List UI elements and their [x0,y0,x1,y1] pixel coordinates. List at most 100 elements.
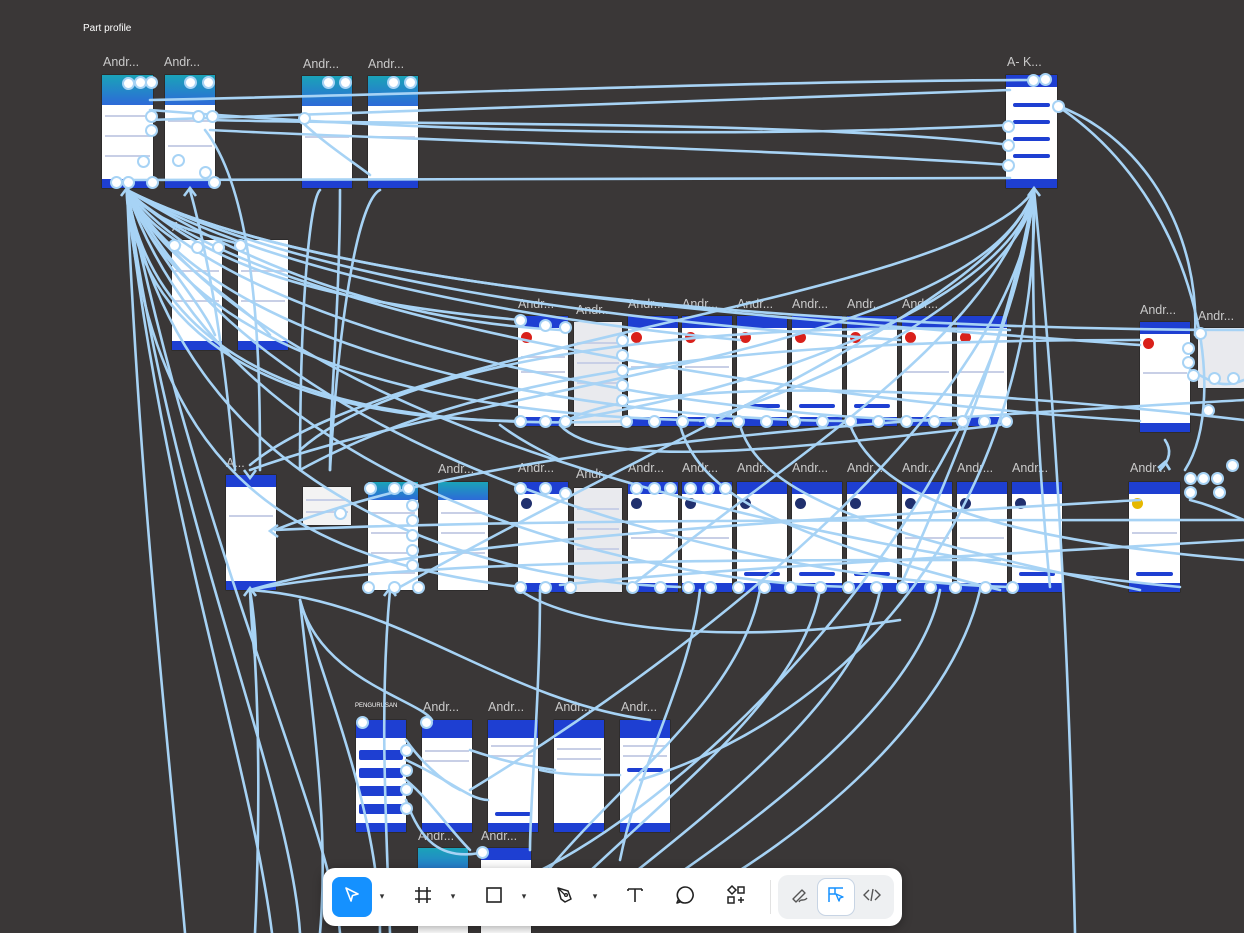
frame-label[interactable]: Andr... [902,297,938,311]
connector-handle[interactable] [814,581,827,594]
screen-frame[interactable] [628,482,678,592]
screen-frame[interactable] [238,240,288,350]
screen-frame[interactable] [628,316,678,426]
frame-label[interactable]: Andr... [737,461,773,475]
screen-frame[interactable] [1129,482,1180,592]
connector-handle[interactable] [412,581,425,594]
screen-frame[interactable] [1012,482,1062,592]
connector-handle[interactable] [620,415,633,428]
screen-frame[interactable] [682,316,732,426]
connector-handle[interactable] [630,482,643,495]
frame-label[interactable]: Andr... [792,297,828,311]
connector-handle[interactable] [339,76,352,89]
screen-frame[interactable] [847,316,897,426]
connector-handle[interactable] [191,241,204,254]
connector-handle[interactable] [172,154,185,167]
frame-label[interactable]: Andr... [1140,303,1176,317]
connector-handle[interactable] [206,110,219,123]
move-tool[interactable] [332,877,372,917]
connector-handle[interactable] [928,415,941,428]
connector-handle[interactable] [420,716,433,729]
shape-tool[interactable] [474,877,514,917]
connector-handle[interactable] [979,581,992,594]
screen-frame[interactable] [574,322,622,426]
chevron-down-icon[interactable]: ▾ [377,892,387,902]
connector-handle[interactable] [145,124,158,137]
connector-handle[interactable] [145,76,158,89]
connector-handle[interactable] [362,581,375,594]
connector-handle[interactable] [406,514,419,527]
connector-handle[interactable] [732,415,745,428]
connector-handle[interactable] [476,846,489,859]
connector-handle[interactable] [1202,404,1215,417]
connector-handle[interactable] [564,581,577,594]
connector-handle[interactable] [1194,327,1207,340]
screen-frame[interactable] [792,316,842,426]
connector-handle[interactable] [1208,372,1221,385]
frame-label[interactable]: Andr... [1012,461,1048,475]
frame-label[interactable]: PENGURUSAN [355,703,397,709]
frame-label[interactable]: Andr... [1130,461,1166,475]
connector-handle[interactable] [1184,472,1197,485]
screen-frame[interactable] [226,475,276,590]
frame-label[interactable]: Andr... [303,57,339,71]
screen-frame[interactable] [356,720,406,832]
connector-handle[interactable] [1182,356,1195,369]
connector-handle[interactable] [664,482,677,495]
frame-label[interactable]: Andr... [792,461,828,475]
connector-handle[interactable] [208,176,221,189]
screen-frame[interactable] [1006,75,1057,188]
connector-handle[interactable] [900,415,913,428]
connector-handle[interactable] [648,415,661,428]
connector-handle[interactable] [1002,139,1015,152]
screen-frame[interactable] [957,482,1007,592]
connector-handle[interactable] [1052,100,1065,113]
connector-handle[interactable] [400,783,413,796]
connector-handle[interactable] [400,744,413,757]
connector-handle[interactable] [1027,74,1040,87]
frame-label[interactable]: Andr... [1198,309,1234,323]
connector-handle[interactable] [1006,581,1019,594]
connector-handle[interactable] [334,507,347,520]
frame-label[interactable]: Andr... [103,55,139,69]
frame-label[interactable]: Andr... [847,297,883,311]
screen-frame[interactable] [422,720,472,832]
connector-handle[interactable] [356,716,369,729]
connector-handle[interactable] [406,559,419,572]
connector-handle[interactable] [702,482,715,495]
connector-handle[interactable] [364,482,377,495]
connector-handle[interactable] [1213,486,1226,499]
connector-handle[interactable] [202,76,215,89]
connector-handle[interactable] [616,334,629,347]
screen-frame[interactable] [620,720,670,832]
screen-frame[interactable] [172,240,222,350]
frame-label[interactable]: Andr... [438,462,474,476]
screen-frame[interactable] [737,482,787,592]
connector-handle[interactable] [872,415,885,428]
connector-handle[interactable] [1039,73,1052,86]
connector-handle[interactable] [388,581,401,594]
connector-handle[interactable] [1002,120,1015,133]
frame-label[interactable]: Andr... [628,297,664,311]
screen-frame[interactable] [303,487,351,525]
connector-handle[interactable] [514,581,527,594]
screen-frame[interactable] [902,482,952,592]
connector-handle[interactable] [676,415,689,428]
connector-handle[interactable] [1002,159,1015,172]
connector-handle[interactable] [956,415,969,428]
frame-label[interactable]: Andr... [518,461,554,475]
connector-handle[interactable] [212,241,225,254]
frame-tool[interactable] [403,877,443,917]
frame-label[interactable]: Andr... [628,461,664,475]
connector-handle[interactable] [234,239,247,252]
screen-frame[interactable] [792,482,842,592]
connector-handle[interactable] [788,415,801,428]
connector-handle[interactable] [732,581,745,594]
design-mode[interactable] [818,879,854,915]
frame-label[interactable]: Andr... [902,461,938,475]
frame-label[interactable]: Andr... [847,461,883,475]
screen-frame[interactable] [957,316,1007,426]
connector-handle[interactable] [719,482,732,495]
connector-handle[interactable] [122,176,135,189]
connector-handle[interactable] [682,581,695,594]
